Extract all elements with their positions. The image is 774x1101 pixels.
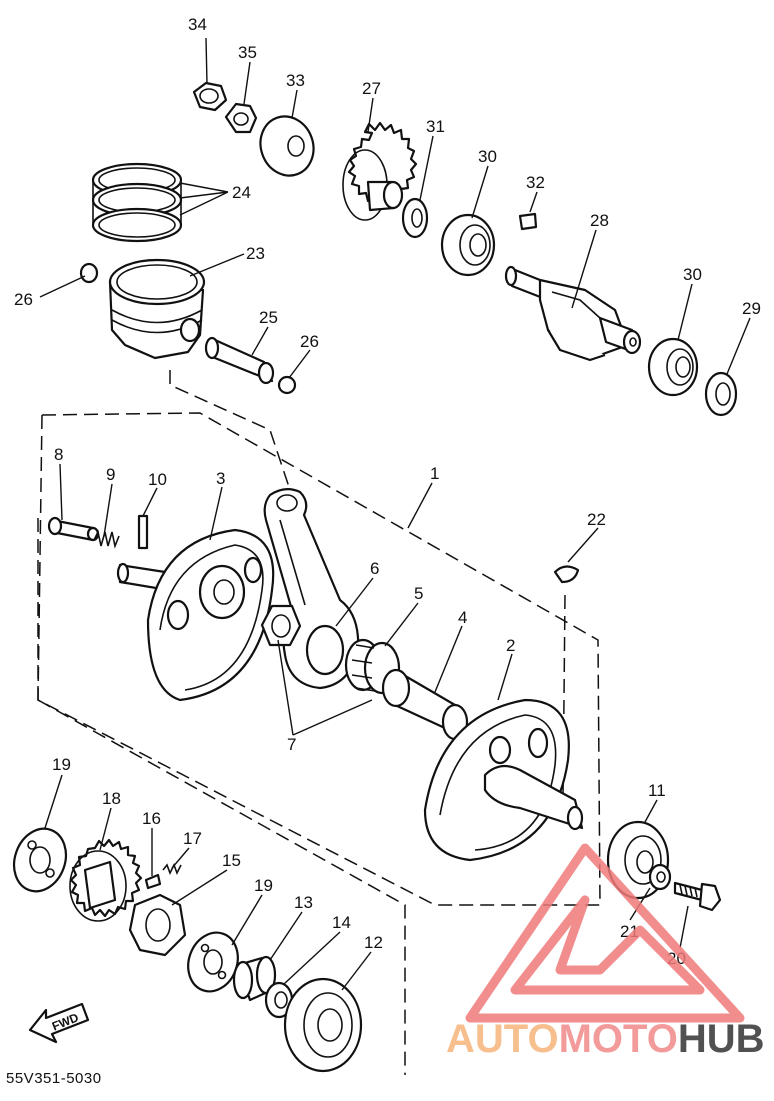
- sprocket-gear-18: [69, 838, 143, 922]
- plate-washer-33: [259, 115, 315, 177]
- callout-30-lower: 30: [683, 265, 702, 284]
- clip-26-left: [79, 262, 99, 284]
- lock-washer-35: [224, 102, 258, 134]
- callout-10: 10: [148, 470, 167, 489]
- callout-27: 27: [362, 79, 381, 98]
- crank-pin-4: [381, 668, 469, 741]
- spring-9: [93, 529, 120, 549]
- connecting-rod-6: [263, 488, 360, 690]
- callout-35: 35: [238, 43, 257, 62]
- callout-23: 23: [246, 244, 265, 263]
- callout-22: 22: [587, 510, 606, 529]
- woodruff-key-22: [553, 565, 580, 584]
- spring-17: [162, 863, 182, 875]
- callout-19-left: 19: [52, 755, 71, 774]
- hub-15: [128, 893, 187, 957]
- piston-rings-24: [91, 162, 183, 243]
- callout-labels: 34 35 33 27 31 30 32 28 30 29 24 23 26 2…: [14, 15, 761, 968]
- plate-19-left: [12, 827, 68, 893]
- balancer-shaft-28: [504, 265, 642, 362]
- callout-32: 32: [526, 173, 545, 192]
- callout-1: 1: [430, 464, 439, 483]
- washer-29: [704, 371, 738, 417]
- callout-8: 8: [54, 445, 63, 464]
- callout-33: 33: [286, 71, 305, 90]
- bolt-20: [673, 881, 722, 912]
- fwd-arrow-icon: FWD: [28, 1002, 90, 1044]
- watermark-moto: MOTO: [559, 1017, 678, 1061]
- pin-16: [144, 873, 162, 890]
- right-crank-wheel-2: [423, 698, 584, 862]
- callout-18: 18: [102, 789, 121, 808]
- bearing-12: [283, 977, 363, 1073]
- callout-7: 7: [287, 735, 296, 754]
- callout-26-right: 26: [300, 332, 319, 351]
- pin-10: [137, 514, 149, 550]
- callout-30-upper: 30: [478, 147, 497, 166]
- leader-lines: [39, 37, 751, 991]
- washer-21: [648, 863, 672, 891]
- callout-12: 12: [364, 933, 383, 952]
- callout-3: 3: [216, 469, 225, 488]
- callout-5: 5: [414, 584, 423, 603]
- callout-29: 29: [742, 299, 761, 318]
- gear-13: [232, 955, 277, 1002]
- callout-6: 6: [370, 559, 379, 578]
- callout-14: 14: [332, 913, 351, 932]
- diagram-code: 55V351-5030: [6, 1070, 102, 1087]
- watermark-triangle-icon: [465, 843, 745, 1023]
- automotohub-watermark: AUTOMOTOHUB: [446, 843, 765, 1061]
- thrust-washer-7-left: [260, 604, 302, 647]
- svg-text:AUTOMOTOHUB: AUTOMOTOHUB: [446, 1017, 765, 1061]
- callout-17: 17: [183, 829, 202, 848]
- piston-23: [108, 258, 206, 360]
- piston-pin-25: [204, 336, 275, 385]
- callout-25: 25: [259, 308, 278, 327]
- callout-24: 24: [232, 183, 251, 202]
- pin-8: [47, 516, 100, 542]
- callout-11: 11: [648, 781, 666, 800]
- watermark-auto: AUTO: [446, 1017, 559, 1061]
- callout-26-left: 26: [14, 290, 33, 309]
- callout-13: 13: [294, 893, 313, 912]
- callout-34: 34: [188, 15, 207, 34]
- callout-19-right: 19: [254, 876, 273, 895]
- callout-4: 4: [458, 608, 467, 627]
- clip-26-right: [277, 375, 297, 395]
- callout-2: 2: [506, 636, 515, 655]
- washer-31: [401, 197, 429, 239]
- callout-16: 16: [142, 809, 161, 828]
- key-32: [518, 212, 538, 231]
- nut-34: [192, 81, 228, 112]
- bearing-30-lower: [647, 337, 699, 397]
- watermark-hub: HUB: [678, 1017, 765, 1061]
- callout-9: 9: [106, 465, 115, 484]
- left-crank-wheel-3: [116, 528, 275, 702]
- gear-27: [342, 121, 418, 221]
- callout-28: 28: [590, 211, 609, 230]
- bearing-30-upper: [440, 213, 496, 277]
- callout-31: 31: [426, 117, 445, 136]
- callout-15: 15: [222, 851, 241, 870]
